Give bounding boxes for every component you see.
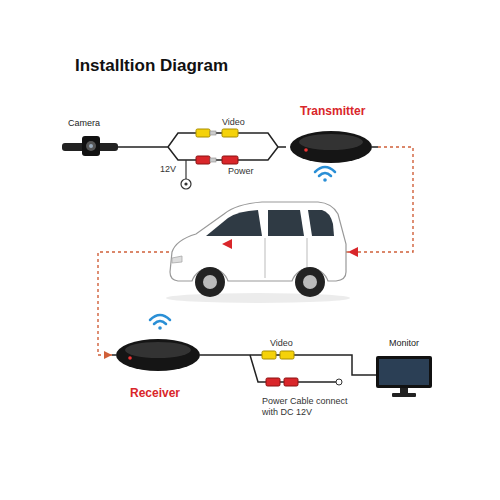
car-window [268, 210, 304, 236]
receiver-lead [200, 354, 204, 356]
transmitter-lead [372, 146, 378, 148]
camera-unit: Camera [62, 118, 124, 158]
wifi-arc [154, 321, 166, 324]
transmitter-wiring [168, 129, 278, 189]
power-note: Power Cable connect with DC 12V [262, 396, 360, 418]
monitor-screen [379, 359, 429, 385]
wifi-arc [315, 167, 335, 172]
wifi-arc [150, 315, 170, 320]
wheel-rim [203, 275, 217, 289]
monitor-illustration [368, 356, 432, 397]
receiver-highlight [125, 342, 191, 358]
lens-glass [89, 144, 93, 148]
power-pin [210, 158, 216, 162]
transmitter-case [290, 131, 372, 163]
camera-lead [118, 146, 124, 148]
power-plug-red [196, 156, 210, 164]
car-window [206, 210, 262, 236]
power-lead [185, 160, 186, 179]
car-body [170, 202, 346, 281]
receiver-lead [112, 354, 116, 356]
dc-jack-pin [184, 182, 187, 185]
wifi-dot [323, 178, 327, 182]
door-line [307, 238, 308, 270]
wheel-rim [303, 275, 317, 289]
led [304, 148, 308, 152]
transmitter-unit: Transmitter [286, 104, 378, 168]
wheel [195, 267, 225, 297]
dc-jack [181, 179, 191, 189]
rca-pin [210, 131, 216, 135]
power-plug-red [266, 378, 280, 386]
receiver-unit: Receiver [112, 338, 204, 404]
node-label: Transmitter [300, 104, 365, 118]
rca-yellow [280, 351, 294, 359]
monitor-base [392, 393, 416, 397]
car-illustration [166, 202, 358, 303]
wifi-dot [158, 326, 162, 330]
red-arrow [222, 239, 232, 249]
video-label: Video [270, 338, 293, 349]
node-label: Receiver [130, 386, 180, 400]
node-label: Camera [68, 118, 100, 129]
video-label: Video [222, 117, 245, 128]
door-line [265, 238, 266, 278]
headlight [172, 256, 182, 263]
monitor-stand [400, 388, 408, 393]
car-window [308, 210, 334, 236]
red-arrow [348, 247, 358, 257]
power-plug-red [222, 156, 238, 164]
monitor-wiring [250, 351, 342, 386]
transmitter-device [290, 131, 378, 163]
voltage-label: 12V [160, 164, 176, 175]
monitor-lead [368, 374, 376, 376]
transmitter-highlight [299, 134, 363, 150]
camera-illustration [62, 136, 124, 156]
node-label: Monitor [389, 338, 419, 349]
power-plug-red [284, 378, 298, 386]
power-label: Power [228, 166, 254, 177]
cable-end [336, 379, 342, 385]
rca-yellow [222, 129, 238, 137]
wheel [295, 267, 325, 297]
receiver-device [112, 339, 204, 371]
diagram-title: Installtion Diagram [75, 56, 228, 76]
monitor-unit: Monitor [368, 338, 440, 400]
camera-body [82, 136, 100, 156]
wifi-arc [319, 173, 331, 176]
wifi-icon [315, 167, 335, 182]
led [128, 356, 132, 360]
receiver-case [116, 339, 200, 371]
camera-lens [86, 141, 96, 151]
car-shadow [166, 293, 350, 303]
rca-yellow [196, 129, 210, 137]
wireless-link [98, 147, 413, 355]
monitor-frame [376, 356, 432, 388]
rca-yellow [262, 351, 276, 359]
wifi-icon [150, 315, 170, 330]
